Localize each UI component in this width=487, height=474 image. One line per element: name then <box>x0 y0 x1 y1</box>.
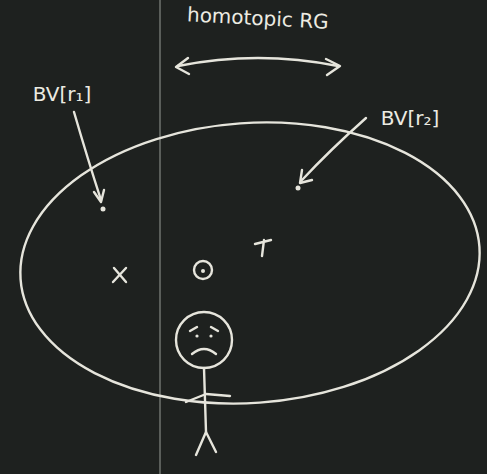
stick-figure-body <box>204 368 206 432</box>
arrow-head <box>94 190 104 202</box>
transform-label: homotopic RG <box>187 3 330 32</box>
arrow-head <box>300 170 312 183</box>
arrow-head <box>176 58 189 74</box>
point-dot <box>201 269 205 273</box>
stick-figure-head <box>176 312 232 368</box>
board-edge <box>159 0 161 474</box>
arrow-head <box>326 59 340 75</box>
point-label: BV[r₁] <box>33 83 92 105</box>
eye <box>195 334 198 337</box>
point-label: BV[r₂] <box>381 107 440 129</box>
stick-figure-legs <box>196 432 216 455</box>
double-arrow <box>178 58 338 66</box>
region-ellipse <box>11 107 487 418</box>
stick-figure-arms <box>186 394 230 402</box>
leader-arrow <box>74 112 101 200</box>
frown-brows <box>190 327 218 331</box>
cross-mark <box>113 268 126 282</box>
point-dot <box>296 186 301 191</box>
cross-mark <box>255 240 271 256</box>
leader-arrow <box>302 118 366 180</box>
eye <box>209 334 212 337</box>
point-dot <box>101 207 106 212</box>
thought-circle <box>194 261 212 279</box>
frown-mouth <box>192 349 216 354</box>
